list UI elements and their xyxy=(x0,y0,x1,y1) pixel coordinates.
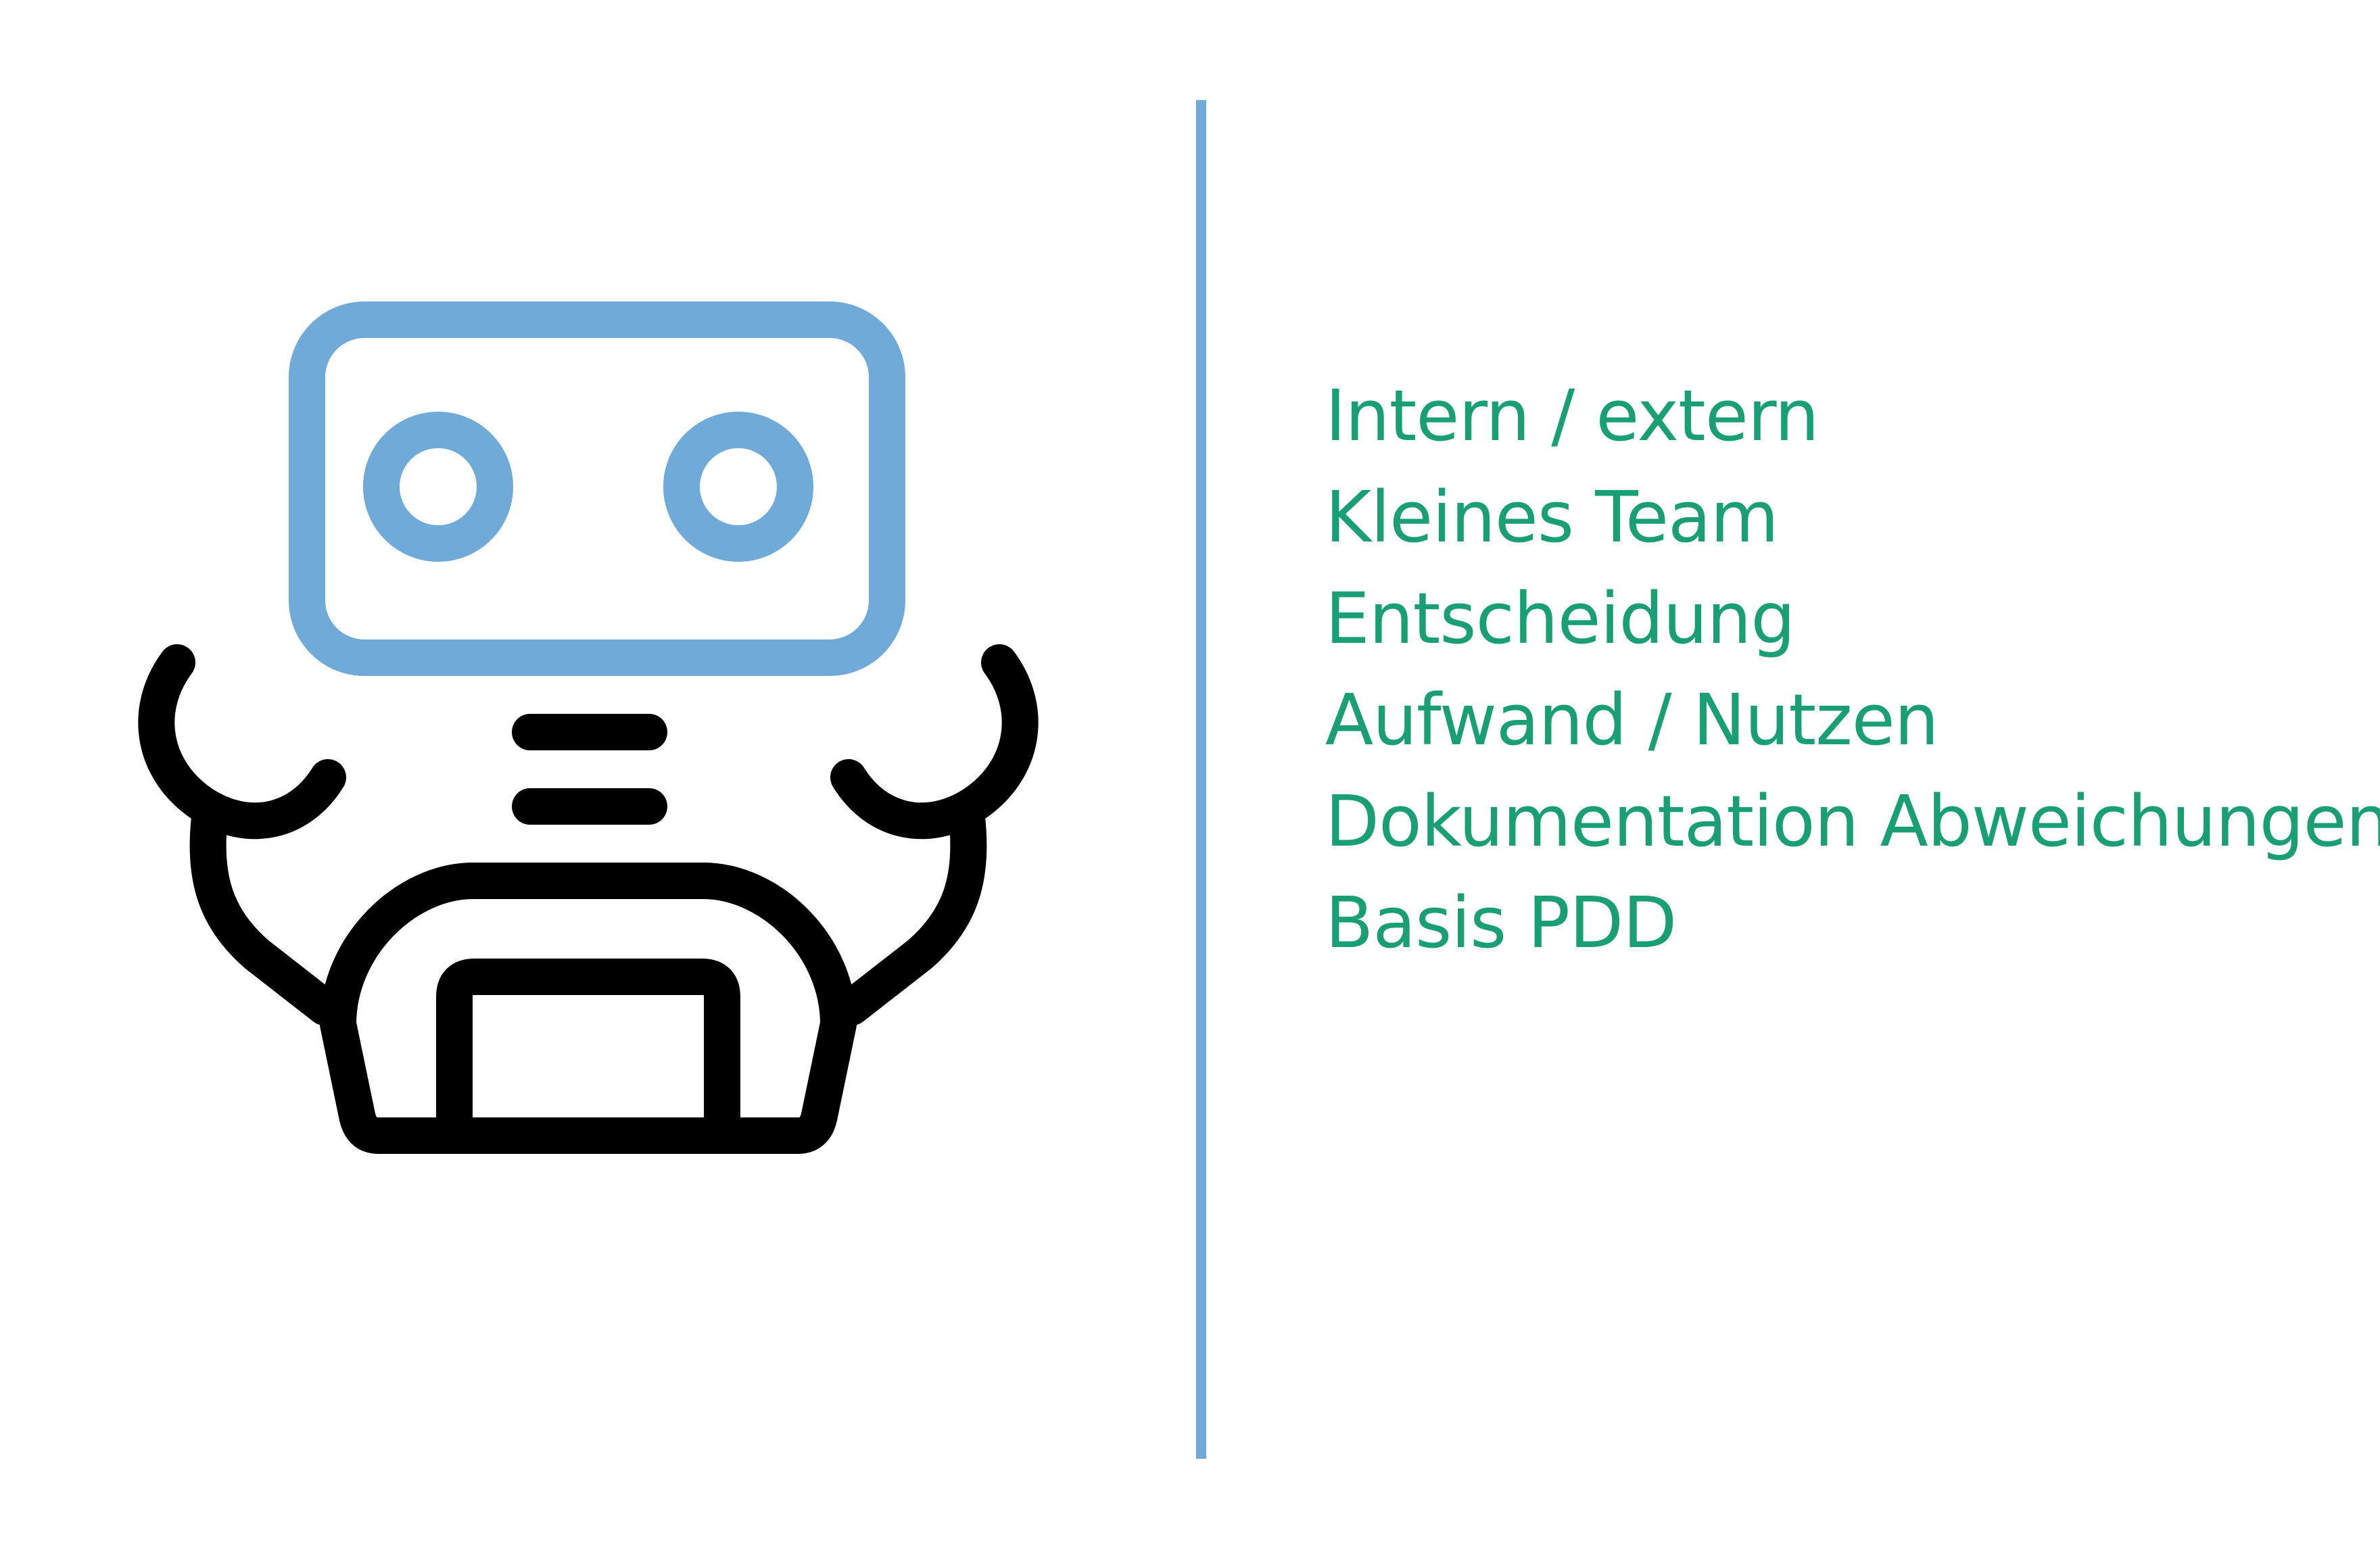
list-item: Aufwand / Nutzen xyxy=(1325,679,1939,761)
list-item: Kleines Team xyxy=(1325,476,1779,558)
robot-hand-right xyxy=(830,644,1039,840)
robot-arm-left xyxy=(189,800,343,1025)
vertical-divider xyxy=(1196,100,1206,1459)
list-item: Dokumentation Abweichungen xyxy=(1325,780,2380,863)
list-item: Entscheidung xyxy=(1325,577,1795,660)
list-item: Intern / extern xyxy=(1325,374,1819,457)
bullet-list: Intern / extern Kleines Team Entscheidun… xyxy=(1325,365,2380,973)
robot-hand-left xyxy=(138,644,346,840)
robot-head xyxy=(289,301,905,676)
list-item: Basis PDD xyxy=(1325,881,1677,964)
robot-torso xyxy=(320,863,857,1154)
robot-icon xyxy=(138,301,1039,1154)
robot-eye-left xyxy=(363,412,513,562)
robot-arm-right xyxy=(834,800,987,1025)
robot-chest-panel xyxy=(436,959,740,1154)
robot-eye-right xyxy=(663,412,813,562)
